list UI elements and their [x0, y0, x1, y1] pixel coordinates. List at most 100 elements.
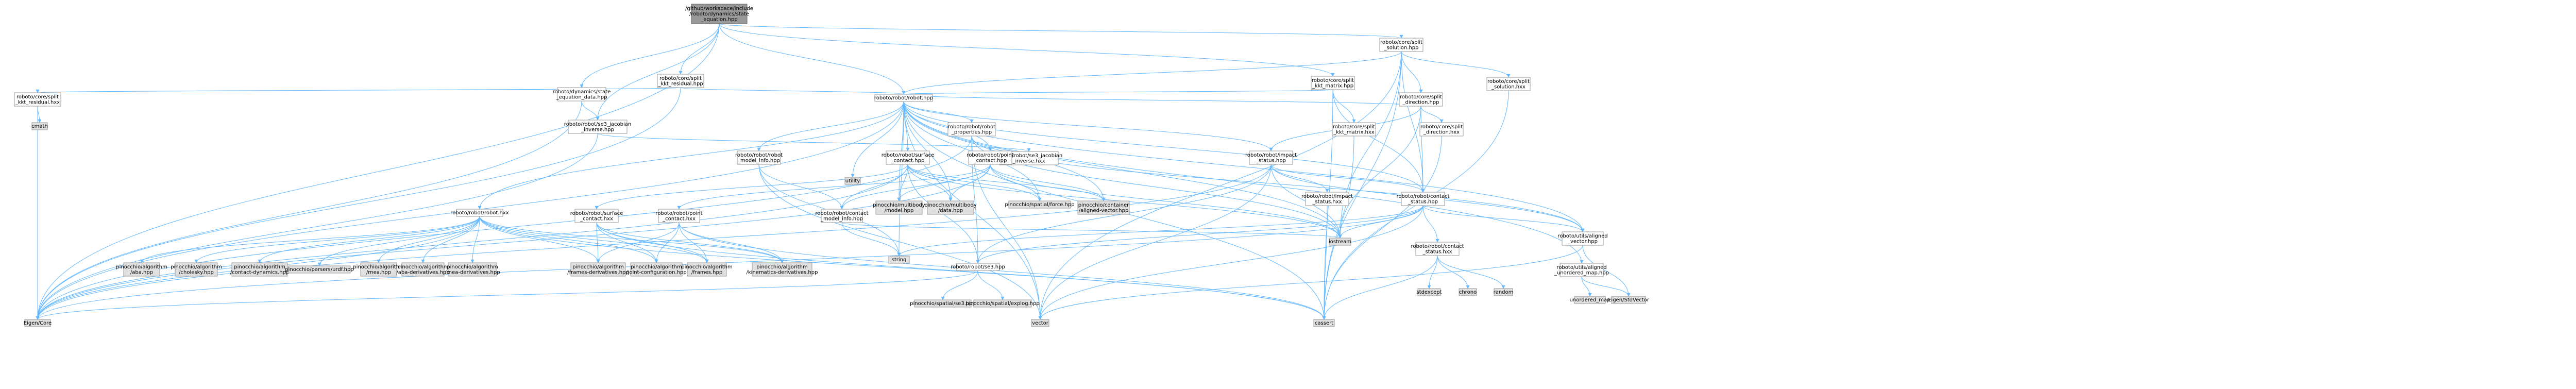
- node-direction-hpp[interactable]: roboto/core/split_direction.hpp: [1399, 92, 1443, 107]
- node-label: _status.hpp: [1256, 158, 1286, 163]
- node-label: _solution.hxx: [1491, 84, 1526, 90]
- node-box: [737, 150, 781, 165]
- node-box: [448, 262, 497, 277]
- edge-n_aligned_vector-to-n_vector: [1038, 245, 1583, 320]
- node-label: chrono: [1459, 290, 1477, 295]
- node-box: [888, 256, 910, 264]
- node-alg-frames-deriv: pinocchio/algorithm/frames-derivatives.h…: [567, 262, 629, 277]
- node-label: Eigen/Core: [24, 320, 52, 326]
- node-box: [1494, 288, 1513, 296]
- edge-n_impact_status_hxx-to-n_cassert: [1322, 205, 1328, 320]
- node-solution-hxx[interactable]: roboto/core/split_solution.hxx: [1486, 77, 1531, 91]
- node-aligned-umap[interactable]: roboto/utils/aligned_unordered_map.hpp: [1554, 263, 1609, 277]
- node-se3-hpp[interactable]: roboto/robot/se3.hpp: [951, 263, 1005, 271]
- node-kkt-matrix-hxx[interactable]: roboto/core/split_kkt_matrix.hxx: [1332, 122, 1376, 137]
- node-alg-rnea-deriv: pinocchio/algorithm/rnea-derivatives.hpp: [445, 262, 500, 277]
- edge-n_contact_model_info-to-n_iostream: [841, 222, 1342, 239]
- node-label: /frames.hpp: [691, 269, 722, 275]
- node-state-data[interactable]: roboto/dynamics/state_equation_data.hpp: [553, 87, 611, 102]
- edge-n_se3_jac_hpp-to-n_eigen_core: [36, 133, 598, 320]
- node-box: [1008, 200, 1071, 209]
- node-box: [557, 87, 606, 102]
- node-label: _inverse.hpp: [581, 127, 614, 132]
- node-impact-status-hxx[interactable]: roboto/robot/impact_status.hxx: [1301, 192, 1353, 206]
- node-contact-status-hxx[interactable]: roboto/robot/contact_status.hxx: [1411, 242, 1464, 256]
- node-label: roboto/core/split: [1312, 78, 1354, 83]
- node-label: roboto/dynamics/state: [553, 89, 611, 95]
- edge-n_solution_hpp-to-n_solution_hxx: [1401, 51, 1511, 78]
- edge-n_contact_status_hpp-to-n_vector: [1038, 205, 1423, 320]
- node-robot-props[interactable]: roboto/robot/robot_properties.hpp: [947, 122, 996, 137]
- node-robot-hxx[interactable]: roboto/robot/robot.hxx: [450, 209, 509, 217]
- edge-n_state_data-to-n_se3_jac_hpp: [581, 100, 600, 121]
- node-se3-jac-hpp[interactable]: roboto/robot/se3_jacobian_inverse.hpp: [564, 120, 632, 134]
- node-kkt-residual-hxx[interactable]: roboto/core/split_kkt_residual.hxx: [14, 92, 61, 107]
- node-box: [973, 299, 1032, 308]
- node-alg-frames: pinocchio/algorithm/frames.hpp: [681, 262, 733, 277]
- edge-n_robot_hxx-to-n_parsers_urdf: [317, 216, 480, 266]
- node-surface-contact-hxx[interactable]: roboto/robot/surface_contact.hxx: [570, 209, 623, 223]
- edge-n_impact_status_hpp-to-n_contact_status_hpp: [1270, 164, 1425, 193]
- node-model-info-hpp[interactable]: roboto/robot/robot_model_info.hpp: [735, 150, 783, 165]
- node-label: roboto/robot/robot: [735, 153, 783, 158]
- edge-n_robot_hxx-to-n_alg_frames: [479, 216, 709, 263]
- node-label: _contact.hpp: [891, 158, 925, 163]
- edge-n_point_contact_hxx-to-n_alg_frames_deriv: [596, 222, 680, 263]
- node-contact-status-hpp[interactable]: roboto/robot/contact_status.hpp: [1396, 192, 1450, 206]
- edge-n_root-to-n_state_data: [580, 23, 720, 88]
- edge-n_state_data-to-n_eigen_core: [36, 100, 582, 320]
- node-box: [1329, 238, 1351, 246]
- node-box: [1249, 150, 1293, 165]
- node-spatial-se3: pinocchio/spatial/se3.hpp: [910, 299, 976, 308]
- node-label: roboto/robot/se3_jacobian: [564, 122, 632, 127]
- node-label: _properties.hpp: [951, 129, 992, 135]
- node-kkt-residual-hpp[interactable]: roboto/core/split_kkt_residual.hpp: [657, 74, 704, 88]
- edge-n_robot_hxx-to-n_alg_contact_dyn: [258, 216, 480, 263]
- node-robot-hpp[interactable]: roboto/robot/robot.hpp: [874, 94, 933, 102]
- node-alg-rnea: pinocchio/algorithm/rnea.hpp: [353, 262, 404, 277]
- edge-n_model_info_hpp-to-n_vector: [758, 164, 1042, 320]
- node-label: roboto/utils/aligned: [1557, 233, 1607, 239]
- node-label: cassert: [1315, 320, 1333, 326]
- edge-n_robot_hpp-to-n_aligned_vector: [903, 101, 1585, 232]
- node-label: _model_info.hpp: [737, 158, 780, 163]
- node-alg-kin-deriv: pinocchio/algorithm/kinematics-derivativ…: [747, 262, 818, 277]
- node-label: _kkt_matrix.hpp: [1312, 83, 1353, 89]
- node-direction-hxx[interactable]: roboto/core/split_direction.hxx: [1419, 122, 1464, 137]
- node-point-contact-hpp[interactable]: roboto/robot/point_contact.hpp: [967, 150, 1014, 165]
- edge-n_point_contact_hpp-to-n_contact_model_info: [840, 164, 991, 210]
- node-box: [1401, 192, 1445, 206]
- edge-n_point_contact_hxx-to-n_alg_joint_config: [654, 222, 680, 263]
- node-label: roboto/core/split: [16, 94, 59, 100]
- node-label: pinocchio/spatial/force.hpp: [1005, 202, 1074, 208]
- node-contact-model-info[interactable]: roboto/robot/contact_model_info.hpp: [815, 209, 869, 223]
- edge-n_direction_hpp-to-n_robot_hpp: [902, 94, 1421, 107]
- node-label: _vector.hpp: [1567, 239, 1598, 244]
- node-label: pinocchio/algorithm: [234, 264, 285, 270]
- edge-n_se3_hpp-to-n_spatial_se3: [941, 270, 978, 300]
- node-surface-contact-hpp[interactable]: roboto/robot/surface_contact.hpp: [882, 150, 935, 165]
- node-point-contact-hxx[interactable]: roboto/robot/point_contact.hxx: [655, 209, 703, 223]
- node-label: _equation.hpp: [700, 17, 737, 23]
- node-impact-status-hpp[interactable]: roboto/robot/impact_status.hpp: [1245, 150, 1297, 165]
- node-root[interactable]: /github/workspace/include/roboto/dynamic…: [685, 4, 753, 24]
- node-aligned-vector[interactable]: roboto/utils/aligned_vector.hpp: [1557, 231, 1608, 246]
- edge-n_kkt_matrix_hpp-to-n_kkt_matrix_hxx: [1332, 89, 1356, 123]
- node-box: [886, 150, 930, 165]
- edge-n_solution_hpp-to-n_contact_status_hpp: [1401, 51, 1425, 193]
- node-box: [874, 94, 933, 102]
- node-kkt-matrix-hpp[interactable]: roboto/core/split_kkt_matrix.hpp: [1311, 76, 1355, 90]
- node-label: pinocchio/algorithm: [572, 264, 623, 270]
- node-label: /model.hpp: [885, 208, 914, 213]
- node-label: iostream: [1329, 239, 1351, 245]
- node-solution-hpp[interactable]: roboto/core/split_solution.hpp: [1379, 38, 1423, 52]
- edge-n_robot_hxx-to-n_alg_rnea_deriv: [470, 216, 480, 263]
- dependency-edges: [36, 23, 1631, 320]
- node-box: [175, 262, 218, 277]
- node-label: _contact.hxx: [662, 216, 696, 222]
- node-box: [1077, 200, 1130, 215]
- node-label: random: [1494, 290, 1514, 295]
- edge-n_robot_hxx-to-n_alg_aba_deriv: [421, 216, 480, 263]
- node-label: _model_info.hpp: [820, 216, 863, 222]
- edge-n_model_info_hpp-to-n_contact_model_info: [758, 164, 844, 210]
